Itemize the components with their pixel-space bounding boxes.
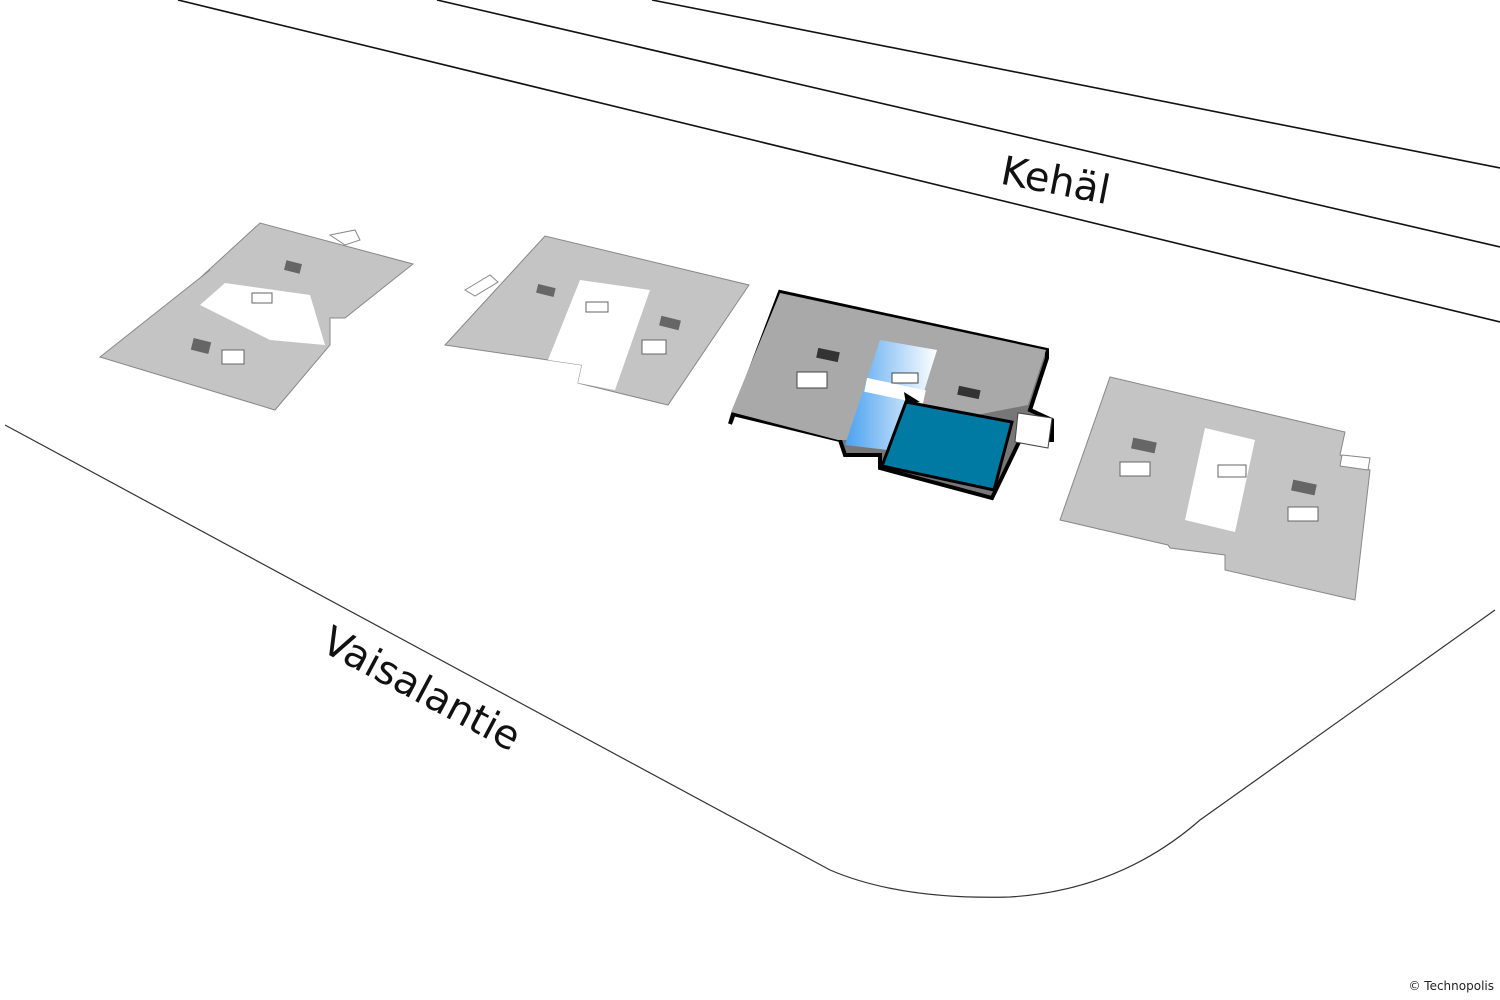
building-4[interactable] — [1059, 376, 1371, 601]
road-line — [177, 0, 1500, 323]
road-line — [651, 0, 1500, 169]
building-3-selected[interactable] — [728, 289, 1054, 501]
building-1[interactable] — [98, 222, 415, 411]
copyright-notice: © Technopolis — [1408, 979, 1494, 993]
building-2[interactable] — [443, 235, 750, 406]
road-line — [436, 0, 1500, 248]
highlight-area[interactable] — [879, 400, 1014, 492]
roads — [4, 0, 1500, 898]
road-vaisalantie-edge — [4, 424, 1496, 898]
location-marker-icon — [904, 392, 920, 404]
